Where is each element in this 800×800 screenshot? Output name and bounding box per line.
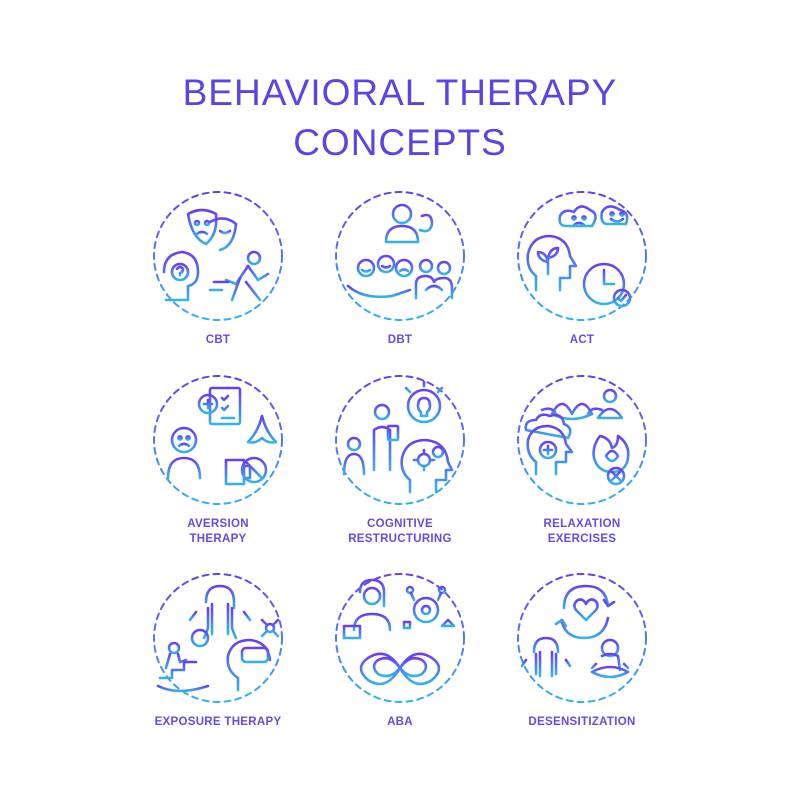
page-title: BEHAVIORAL THERAPY CONCEPTS	[0, 68, 800, 168]
label-relaxation-exercises: RELAXATION EXERCISES	[482, 517, 682, 547]
label-line: THERAPY	[189, 533, 247, 545]
no-substance-icon	[224, 414, 278, 486]
label-line: COGNITIVE	[367, 518, 433, 530]
therapist-icon	[384, 203, 434, 244]
lightbulb-cycle-icon	[404, 380, 444, 424]
label-cognitive-restructuring: COGNITIVE RESTRUCTURING	[300, 517, 500, 547]
network-eye-icon	[402, 585, 456, 630]
theater-masks-icon	[186, 208, 238, 252]
cognitive-restructuring-illustration	[330, 370, 470, 510]
head-gears-icon	[400, 438, 454, 494]
dbt-illustration	[330, 186, 470, 326]
title-line-1: BEHAVIORAL THERAPY	[182, 72, 618, 113]
label-desensitization: DESENSITIZATION	[482, 715, 682, 730]
act-illustration	[512, 186, 652, 326]
label-line: RELAXATION	[543, 518, 621, 530]
desensitization-illustration	[512, 568, 652, 708]
label-cbt: CBT	[118, 333, 318, 348]
label-aba: ABA	[300, 715, 500, 730]
label-dbt: DBT	[300, 333, 500, 348]
cbt-illustration	[148, 186, 288, 326]
exposure-therapy-illustration	[148, 568, 288, 708]
meditation-person-icon	[590, 638, 630, 679]
teacher-icon	[342, 578, 392, 640]
label-line: CBT	[205, 334, 231, 346]
label-line: EXERCISES	[547, 533, 617, 545]
heart-cycle-icon	[554, 584, 616, 640]
label-line: DBT	[387, 334, 413, 346]
therapist-patient-icon	[342, 403, 400, 476]
aba-illustration	[330, 568, 470, 708]
person-question-icon	[162, 250, 200, 302]
label-line: EXPOSURE THERAPY	[154, 716, 282, 728]
relaxation-exercises-illustration	[512, 370, 652, 510]
sad-person-icon	[166, 426, 202, 480]
infinity-icon	[359, 652, 441, 686]
aversion-therapy-illustration	[148, 370, 288, 510]
anxious-person-icon	[520, 636, 572, 678]
stairs-alert-icon	[156, 628, 210, 693]
group-icon	[414, 258, 454, 300]
calm-fire-icon	[592, 434, 630, 486]
label-exposure-therapy: EXPOSURE THERAPY	[118, 715, 318, 730]
emotions-hand-icon	[346, 254, 414, 299]
label-line: RESTRUCTURING	[348, 533, 452, 545]
label-line: ABA	[387, 716, 413, 728]
label-line: ACT	[569, 334, 595, 346]
label-line: AVERSION	[187, 518, 249, 530]
label-aversion-therapy: AVERSION THERAPY	[118, 517, 318, 547]
clock-check-icon	[582, 262, 632, 308]
brain-checklist-icon	[197, 386, 242, 426]
running-person-icon	[208, 250, 270, 302]
mood-clouds-icon	[558, 205, 629, 228]
label-act: ACT	[482, 333, 682, 348]
vr-headset-spider-icon	[226, 618, 280, 692]
head-plus-icon	[524, 413, 574, 476]
anxious-person-icon	[188, 584, 252, 640]
lotus-meditation-icon	[540, 388, 630, 422]
title-line-2: CONCEPTS	[293, 122, 507, 163]
label-line: DESENSITIZATION	[528, 716, 636, 728]
head-plant-icon	[526, 234, 578, 292]
